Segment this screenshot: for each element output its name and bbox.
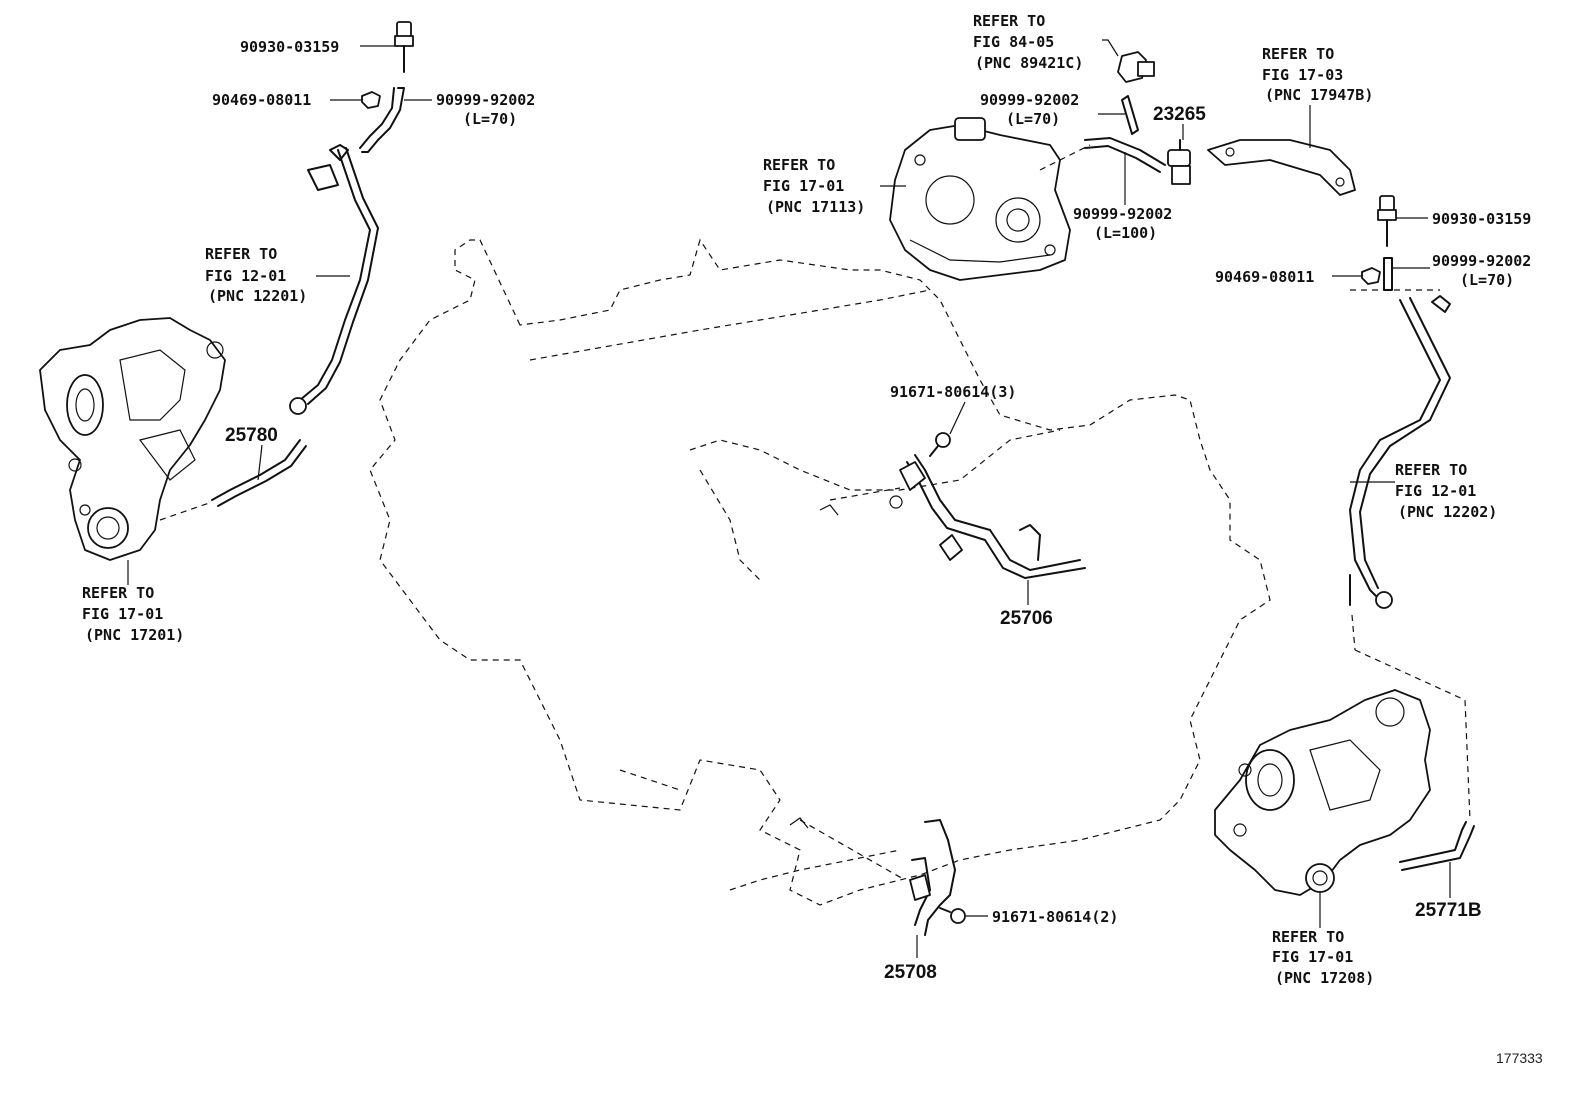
label-ref-17208-2: FIG 17-01: [1272, 948, 1353, 966]
label-ref-17201-3: (PNC 17201): [85, 626, 184, 644]
leader-25780: [257, 444, 263, 481]
label-ref-17113-1: REFER TO: [763, 156, 835, 174]
turbocharger-left: [39, 317, 226, 561]
hose-90999-right: [1383, 257, 1430, 291]
label-25708: 25708: [884, 962, 937, 983]
hose-90999-top-left: [359, 87, 432, 153]
dash-throttle-hose: [1039, 144, 1091, 171]
hose-90999-100: [1084, 137, 1166, 205]
turbocharger-right: [1214, 689, 1431, 928]
label-91671-3: 91671-80614(3): [890, 383, 1016, 401]
engine-block-outline: [369, 238, 1271, 906]
label-90999-100-length: (L=100): [1094, 224, 1157, 242]
throttle-body-17113: [880, 117, 1071, 281]
label-ref-12202-2: FIG 12-01: [1395, 482, 1476, 500]
label-25771b: 25771B: [1415, 900, 1482, 921]
label-ref-17201-2: FIG 17-01: [82, 605, 163, 623]
label-25780: 25780: [225, 425, 278, 446]
label-ref-17947b-2: FIG 17-03: [1262, 66, 1343, 84]
label-ref-17113-2: FIG 17-01: [763, 177, 844, 195]
label-90999-top-center-length: (L=70): [1006, 110, 1060, 128]
clip-90469-top-left: [330, 91, 381, 109]
label-90999-top-left-length: (L=70): [463, 110, 517, 128]
sensor-90930-top-left: [360, 21, 414, 73]
label-ref-12201-1: REFER TO: [205, 245, 277, 263]
sensor-90930-right: [1377, 195, 1428, 247]
label-ref-17208-1: REFER TO: [1272, 928, 1344, 946]
figure-number: 177333: [1496, 1050, 1543, 1066]
label-25706: 25706: [1000, 608, 1053, 629]
dash-turbo-left-hose: [159, 501, 213, 521]
label-ref-17201-1: REFER TO: [82, 584, 154, 602]
label-90469-top-left: 90469-08011: [212, 91, 311, 109]
label-ref-17947b-1: REFER TO: [1262, 45, 1334, 63]
pipe-12201-left: [211, 144, 379, 507]
label-ref-12201-2: FIG 12-01: [205, 267, 286, 285]
bracket-17947b: [1207, 105, 1356, 196]
label-ref-89421c-2: FIG 84-05: [973, 33, 1054, 51]
label-90999-top-center: 90999-92002: [980, 91, 1079, 109]
label-ref-12201-3: (PNC 12201): [208, 287, 307, 305]
dash-25706: [829, 487, 901, 501]
vsv-23265: [1167, 124, 1191, 185]
dash-right-mid: [1351, 614, 1356, 651]
label-ref-17208-3: (PNC 17208): [1275, 969, 1374, 987]
label-91671-2: 91671-80614(2): [992, 908, 1118, 926]
dash-25708: [799, 819, 906, 881]
label-90930-top-left: 90930-03159: [240, 38, 339, 56]
label-ref-17113-3: (PNC 17113): [766, 198, 865, 216]
label-ref-17947b-3: (PNC 17947B): [1265, 86, 1373, 104]
label-ref-12202-3: (PNC 12202): [1398, 503, 1497, 521]
clip-90469-right: [1332, 267, 1381, 285]
clip-mark-center: [819, 504, 839, 516]
label-90999-100: 90999-92002: [1073, 205, 1172, 223]
pipe-12202-right: [1349, 295, 1451, 609]
bracket-25708: [909, 819, 956, 958]
label-ref-89421c-3: (PNC 89421C): [975, 54, 1083, 72]
hose-90999-top-center: [1098, 95, 1139, 135]
label-90469-right: 90469-08011: [1215, 268, 1314, 286]
hose-25771b: [1399, 821, 1475, 898]
pipe-25706: [889, 454, 1086, 605]
label-ref-12202-1: REFER TO: [1395, 461, 1467, 479]
bolt-91671-2: [939, 907, 988, 924]
clip-mark-bottom: [789, 817, 809, 829]
vacuum-sensor-89421c: [1102, 39, 1155, 83]
label-90999-right-length: (L=70): [1460, 271, 1514, 289]
label-90999-top-left: 90999-92002: [436, 91, 535, 109]
dash-right-turbo: [1354, 649, 1471, 821]
label-23265: 23265: [1153, 104, 1206, 125]
label-90930-right: 90930-03159: [1432, 210, 1531, 228]
label-90999-right: 90999-92002: [1432, 252, 1531, 270]
bolt-91671-3: [929, 401, 966, 457]
label-ref-89421c-1: REFER TO: [973, 12, 1045, 30]
